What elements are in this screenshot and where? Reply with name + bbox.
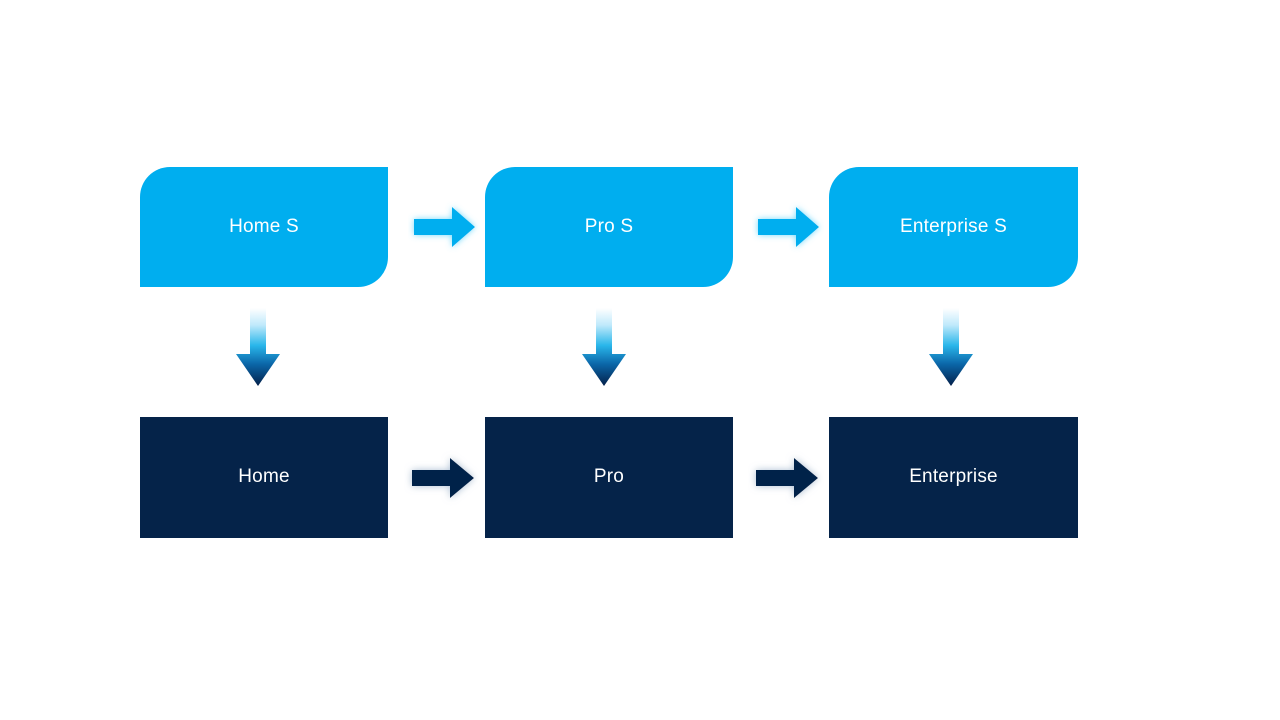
arrow-right-icon-home-to-pro [404,450,480,506]
node-enterprise-s-label: Enterprise S [900,215,1007,237]
node-home-s[interactable]: Home S [140,167,388,287]
node-pro-s[interactable]: Pro S [485,167,733,287]
node-home[interactable]: Home [140,417,388,538]
node-enterprise-label: Enterprise [909,466,998,488]
arrow-down-icon-home-s-to-home [232,308,284,390]
node-pro[interactable]: Pro [485,417,733,538]
node-home-s-label: Home S [229,215,299,237]
node-enterprise-s[interactable]: Enterprise S [829,167,1078,287]
arrow-down-icon-pro-s-to-pro [578,308,630,390]
arrow-down-icon-enterprise-s-to-enterprise [925,308,977,390]
arrow-right-icon-home-s-to-pro-s [408,199,480,255]
node-home-label: Home [238,466,290,488]
arrow-right-icon-pro-s-to-enterprise-s [752,199,824,255]
node-enterprise[interactable]: Enterprise [829,417,1078,538]
node-pro-s-label: Pro S [584,215,634,237]
node-pro-label: Pro [593,466,625,488]
arrow-right-icon-pro-to-enterprise [748,450,824,506]
